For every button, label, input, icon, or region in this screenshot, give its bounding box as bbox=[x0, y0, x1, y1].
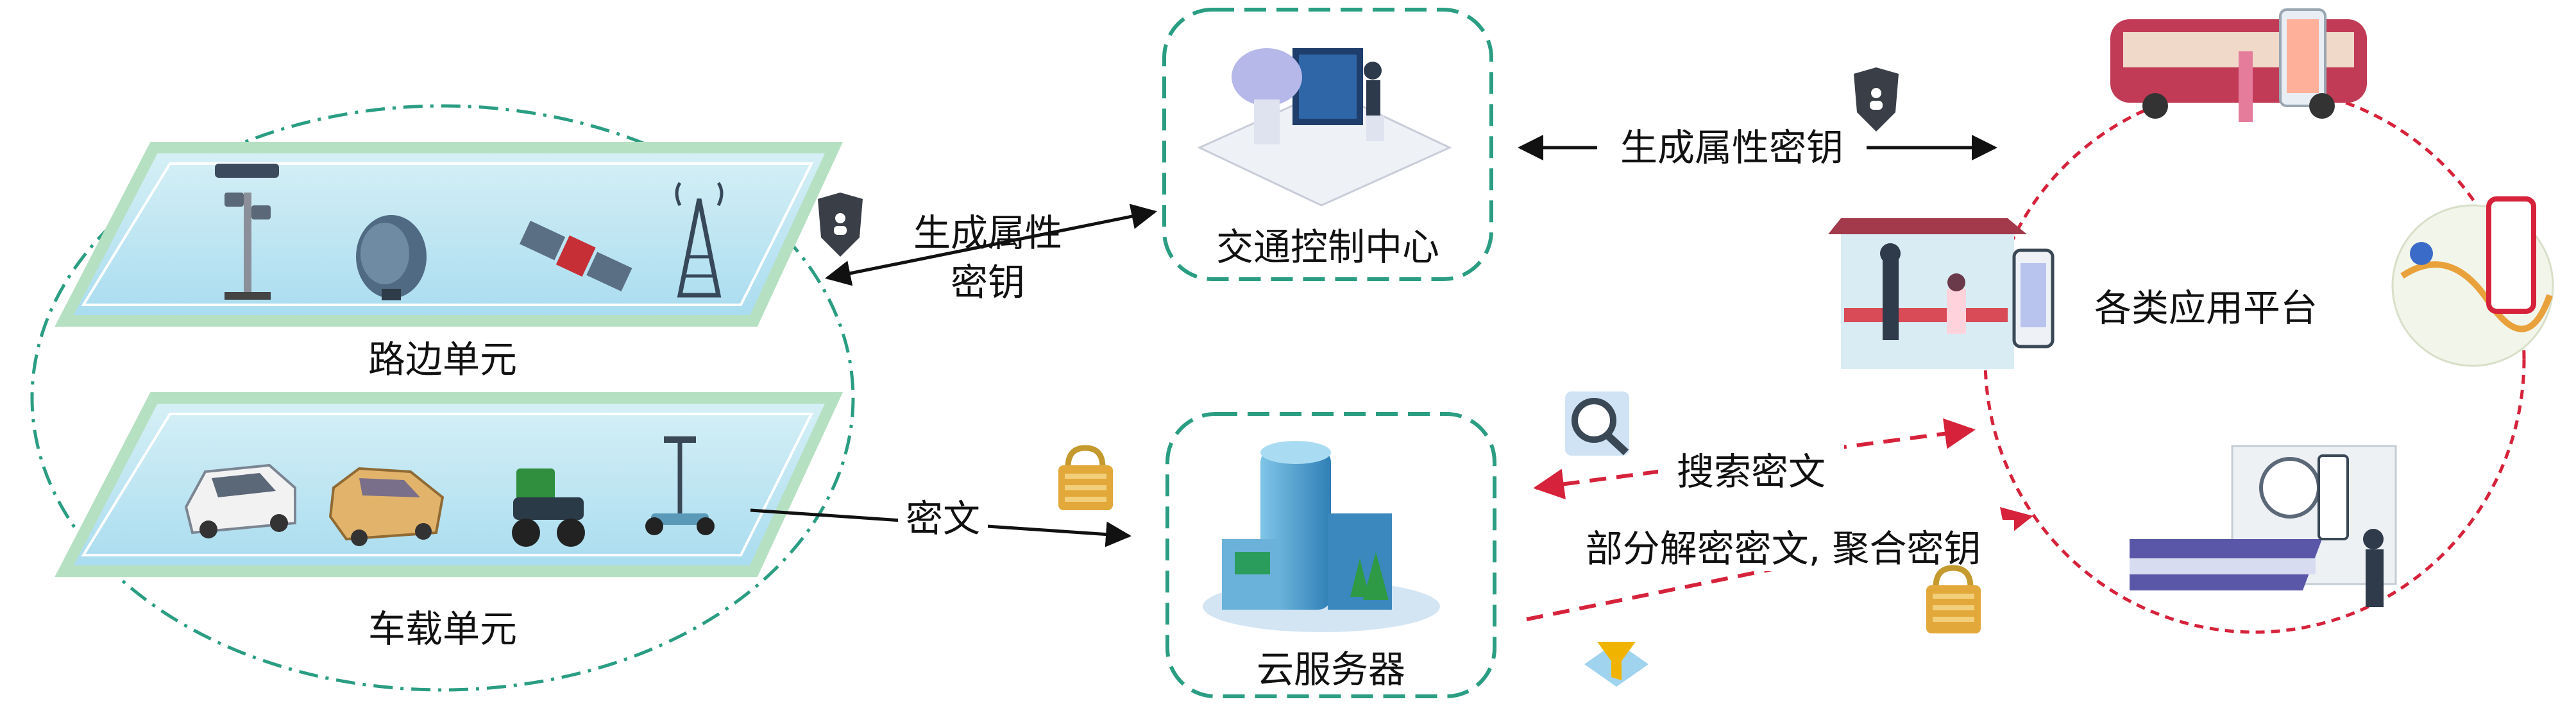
shield-person-icon-2 bbox=[1854, 67, 1899, 132]
padlock-icon-2 bbox=[1926, 565, 1981, 633]
roadside-unit-label: 路边单元 bbox=[368, 338, 517, 381]
camera-pole-icon bbox=[215, 164, 279, 300]
control-workstation-icon bbox=[1197, 48, 1452, 207]
bus-icon bbox=[2110, 8, 2367, 122]
taxi-icon bbox=[328, 467, 445, 546]
train-station-icon bbox=[2130, 445, 2397, 607]
car-icon bbox=[184, 463, 296, 538]
padlock-icon bbox=[1058, 445, 1113, 510]
balance-scooter-icon bbox=[645, 436, 715, 535]
traffic-center-label: 交通控制中心 bbox=[1216, 225, 1439, 269]
traffic-center-box bbox=[1162, 8, 1493, 281]
satellite-dish-icon bbox=[356, 215, 427, 300]
cloud-building-icon bbox=[1203, 441, 1440, 632]
app-platform-label: 各类应用平台 bbox=[2094, 286, 2318, 330]
edge-center-roadside bbox=[825, 203, 1157, 286]
cloud-server-box bbox=[1165, 412, 1496, 698]
vehicle-unit-label: 车载单元 bbox=[368, 607, 517, 651]
map-phone-icon bbox=[2391, 196, 2554, 367]
roadside-unit-panel bbox=[55, 142, 843, 327]
radio-tower-icon bbox=[675, 182, 724, 298]
tricycle-icon bbox=[512, 468, 585, 547]
satellite-icon bbox=[519, 220, 632, 292]
edge-vehicle-cloud-label: 密文 bbox=[906, 497, 980, 540]
vehicle-unit-panel bbox=[55, 392, 843, 577]
funnel-icon bbox=[1584, 642, 1648, 687]
cloud-server-label: 云服务器 bbox=[1257, 648, 1405, 691]
edge-partial-decrypt-label: 部分解密密文, 聚合密钥 bbox=[1586, 527, 1981, 571]
edge-center-roadside-label-1: 生成属性 bbox=[913, 211, 1062, 255]
edge-center-platform-label: 生成属性密钥 bbox=[1620, 126, 1843, 169]
vehicle-network-boundary bbox=[30, 104, 855, 692]
edge-search-ciphertext-label: 搜索密文 bbox=[1677, 450, 1826, 494]
magnifier-icon bbox=[1565, 391, 1629, 456]
edge-center-roadside-label-2: 密钥 bbox=[951, 261, 1025, 304]
shield-person-icon bbox=[818, 193, 863, 257]
bus-stop-icon bbox=[1828, 218, 2055, 369]
